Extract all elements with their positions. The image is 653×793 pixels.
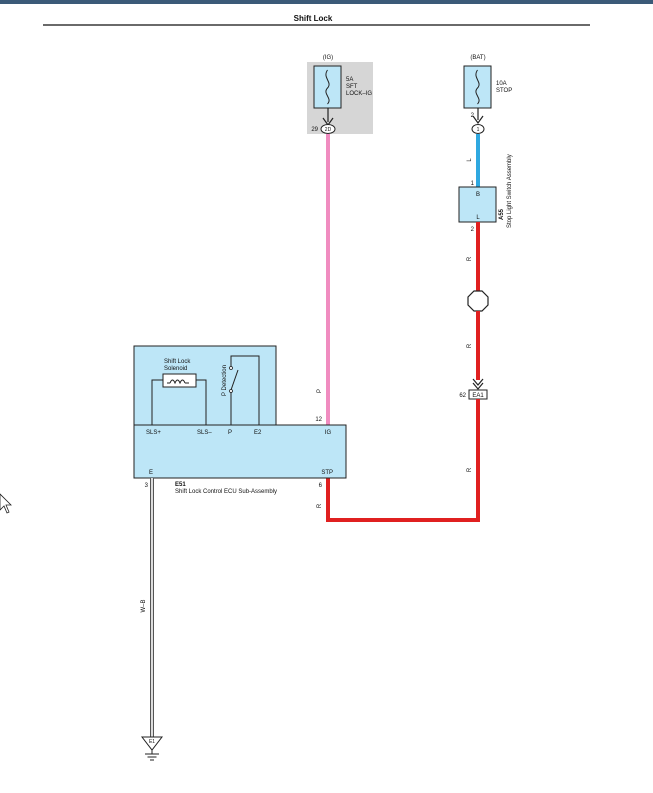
connector-ea1-label: EA1 [472,393,484,399]
p-switch-top-wire [230,355,260,425]
ecu-upper-section [133,345,277,426]
terminal-stp: STP [321,470,333,476]
solenoid-label-2: Solenoid [164,366,187,372]
switch-pin-out: 2 [471,227,475,233]
fuse-ig-connector [320,124,336,134]
fuse-stop-rating: 10A [496,81,507,87]
fuse-ig-source: (IG) [323,55,333,61]
terminal-e: E [149,470,153,476]
ecu-pin-e: 3 [145,483,149,489]
switch-name: Stop Light Switch Assembly [507,154,513,228]
terminal-ig: IG [325,430,332,436]
mouse-cursor-icon [0,493,12,514]
wire-red-lower [326,399,480,522]
fuse-ig-rating: 5A [346,77,353,83]
ecu-name: Shift Lock Control ECU Sub-Assembly [175,489,277,495]
connector-ea1-arrow-icon [472,378,484,390]
terminal-sls-plus: SLS+ [146,430,161,436]
terminal-p: P [228,430,232,436]
ground-triangle-icon [140,736,164,751]
switch-code: A55 [499,208,505,220]
fuse-ig-name-2: LOCK–IG [346,91,372,97]
ground-e1: E1 [140,736,164,761]
p-switch-contact-top [229,366,233,370]
top-frame-bar [0,0,653,4]
solenoid-label-1: Shift Lock [164,359,191,365]
switch-pin-in: 1 [471,181,475,187]
fuse-stop-arrow-icon [472,115,484,125]
solenoid-wire-left [151,379,163,425]
fuse-stop-element-icon [475,69,480,105]
fuse-stop: (BAT) 10A STOP 2 1 [463,55,512,134]
fuse-sft-lock-ig: (IG) 5A SFT LOCK–IG 2D 29 [307,55,373,134]
ecu-code: E51 [175,482,186,488]
fuse-ig-name-1: SFT [346,84,358,90]
fuse-ig-element-icon [325,69,330,105]
wire-red-label-4: R [317,503,323,508]
wire-red-label-1: R [467,256,473,261]
page-title: Shift Lock [294,14,333,23]
junction-octagon [467,290,489,312]
terminal-e2: E2 [254,430,262,436]
ground-label: E1 [149,739,155,745]
fuse-stop-source: (BAT) [470,55,485,61]
connector-ea1: EA1 62 [459,378,488,400]
fuse-ig-body [313,65,342,109]
wire-red-label-3: R [467,467,473,472]
fuse-ig-pin: 29 [311,127,318,133]
wire-ground-label: W–B [141,599,147,612]
solenoid-coil-icon [167,379,189,385]
stop-light-switch: 1 B L 2 A55 Stop Light Switch Assembly [458,154,513,233]
fuse-stop-body [463,65,492,109]
ecu-pin-ig: 12 [315,417,322,423]
fuse-stop-name: STOP [496,88,512,94]
solenoid-coil-box [162,373,197,388]
fuse-stop-connector [471,124,485,134]
fuse-stop-connector-label: 1 [477,127,480,133]
wire-pink-label: P [317,389,323,393]
ecu-pin-stp: 6 [319,483,323,489]
fuse-stop-pin: 2 [471,113,475,119]
p-detection-label: P Detection [222,365,228,396]
ecu-main-body [133,424,347,479]
shift-lock-ecu: Shift Lock Solenoid P Detection SLS+ SLS… [133,345,347,495]
wire-blue-label: L [467,158,473,162]
solenoid-wire-right [196,379,207,425]
terminal-sls-minus: SLS– [197,430,212,436]
wire-red-label-2: R [467,343,473,348]
connector-ea1-pin: 62 [459,393,466,399]
switch-term-out: L [476,215,480,221]
p-switch-blade [230,369,239,391]
switch-term-in: B [476,192,480,198]
fuse-ig-connector-label: 2D [325,127,332,133]
